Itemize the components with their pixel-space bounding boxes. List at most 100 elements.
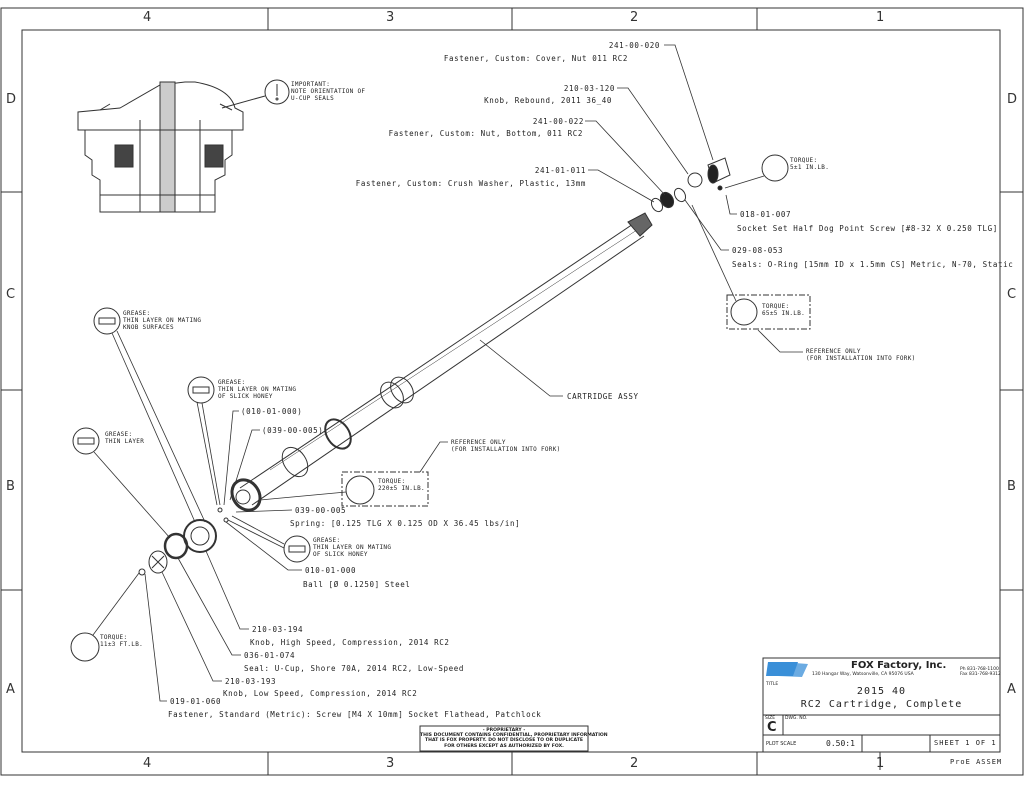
grease-note: GREASE: THIN LAYER ON MATING OF SLICK HO…: [313, 537, 391, 558]
part-description: Fastener, Custom: Cover, Nut 011 RC2: [443, 54, 628, 63]
row-label: A: [6, 682, 15, 697]
torque-value: 220±5 IN.LB.: [378, 485, 425, 492]
torque-label: TORQUE:: [762, 303, 790, 310]
part-number-029-08-053: 029-08-053: [732, 246, 784, 255]
proprietary-text: THAT IS FOX PROPERTY. DO NOT DISCLOSE TO…: [424, 738, 584, 744]
row-label: A: [1007, 682, 1016, 697]
grease-label: GREASE:: [105, 431, 133, 438]
grease-label: GREASE:: [123, 310, 151, 317]
part-description: Knob, Low Speed, Compression, 2014 RC2: [223, 689, 418, 698]
part-number-019-01-060: 019-01-060: [170, 697, 222, 706]
torque-value: 65±5 IN.LB.: [762, 310, 806, 317]
plot-scale-value: 0.50:1: [826, 739, 855, 748]
company-phone: Ph 831-768-1100: [960, 667, 999, 672]
part-number-241-00-020: 241-00-020: [608, 41, 660, 50]
part-description: Spring: [0.125 TLG X 0.125 OD X 36.45 lb…: [290, 519, 521, 528]
part-description: Ball [Ø 0.1250] Steel: [303, 580, 411, 589]
dwg-no-label: DWG. NO.: [785, 716, 808, 721]
important-note: IMPORTANT: NOTE ORIENTATION OF U-CUP SEA…: [291, 81, 365, 102]
note-text: U-CUP SEALS: [291, 95, 335, 102]
grease-text: KNOB SURFACES: [123, 324, 174, 331]
part-description: Fastener, Standard (Metric): Screw [M4 X…: [168, 710, 542, 719]
proprietary-title: - PROPRIETARY -: [482, 728, 526, 733]
part-number-010-01-000: 010-01-000: [305, 566, 357, 575]
column-label: 2: [630, 756, 639, 771]
ball-reference: (010-01-000): [241, 407, 303, 416]
proprietary-text: THIS DOCUMENT CONTAINS CONFIDENTIAL, PRO…: [420, 733, 608, 739]
sheet-size: C: [767, 720, 777, 735]
reference-text: REFERENCE ONLY: [451, 439, 506, 446]
note-label: IMPORTANT:: [291, 81, 331, 88]
torque-label: TORQUE:: [790, 157, 818, 164]
grease-text: THIN LAYER ON MATING: [313, 544, 392, 551]
proprietary-box: [419, 725, 589, 752]
part-number-018-01-007: 018-01-007: [740, 210, 792, 219]
part-description: Knob, Rebound, 2011 36_40: [484, 96, 612, 105]
part-description: Knob, High Speed, Compression, 2014 RC2: [250, 638, 450, 647]
cartridge-assy-label: CARTRIDGE ASSY: [567, 392, 639, 401]
part-description: Fastener, Custom: Crush Washer, Plastic,…: [355, 179, 586, 188]
part-description: Fastener, Custom: Nut, Bottom, 011 RC2: [388, 129, 583, 138]
company-fax: Fax 831-768-9312: [960, 672, 1001, 677]
column-label: 3: [386, 756, 395, 771]
column-label: 1: [876, 10, 885, 25]
column-label: 1: [876, 756, 885, 771]
drawing-title-line1: 2015 40: [856, 686, 907, 697]
column-label: 3: [386, 10, 395, 25]
company-name: FOX Factory, Inc.: [851, 660, 947, 671]
reference-note: REFERENCE ONLY (FOR INSTALLATION INTO FO…: [806, 348, 916, 362]
grease-label: GREASE:: [313, 537, 341, 544]
part-number-210-03-193: 210-03-193: [225, 677, 277, 686]
torque-label: TORQUE:: [378, 478, 406, 485]
grease-note: GREASE: THIN LAYER ON MATING OF SLICK HO…: [218, 379, 296, 400]
torque-value: 5±1 IN.LB.: [790, 164, 830, 171]
plot-scale-label: PLOT SCALE: [766, 741, 797, 747]
software-label: ProE ASSEM: [950, 758, 1003, 766]
column-label: 2: [630, 10, 639, 25]
part-description: Seals: O-Ring [15mm ID x 1.5mm CS] Metri…: [732, 260, 1014, 269]
title-block-frame: [762, 657, 1001, 753]
reference-text: (FOR INSTALLATION INTO FORK): [806, 355, 916, 362]
row-label: C: [1007, 287, 1017, 302]
torque-note-5: TORQUE: 5±1 IN.LB.: [790, 157, 829, 171]
title-label: TITLE: [766, 682, 779, 687]
part-number-039-00-005: 039-00-005: [295, 506, 347, 515]
column-label: 4: [143, 10, 152, 25]
drawing-title-line2: RC2 Cartridge, Complete: [800, 699, 963, 710]
proprietary-notice: - PROPRIETARY - THIS DOCUMENT CONTAINS C…: [420, 728, 608, 749]
grease-text: OF SLICK HONEY: [313, 551, 368, 558]
proprietary-text: FOR OTHERS EXCEPT AS AUTHORIZED BY FOX.: [444, 743, 564, 749]
grease-text: THIN LAYER ON MATING: [218, 386, 297, 393]
reference-text: REFERENCE ONLY: [806, 348, 861, 355]
spring-reference: (039-00-005): [262, 426, 324, 435]
row-label: B: [6, 479, 15, 494]
part-number-036-01-074: 036-01-074: [244, 651, 296, 660]
size-label: SIZE: [765, 716, 776, 721]
row-label: D: [6, 92, 17, 107]
torque-value: 11±3 FT.LB.: [100, 641, 144, 648]
grease-note: GREASE: THIN LAYER ON MATING KNOB SURFAC…: [123, 310, 201, 331]
grease-text: THIN LAYER ON MATING: [123, 317, 202, 324]
row-label: C: [6, 287, 16, 302]
inner-frame: [21, 29, 1001, 753]
reference-text: (FOR INSTALLATION INTO FORK): [451, 446, 561, 453]
part-number-241-00-022: 241-00-022: [532, 117, 584, 126]
part-description: Socket Set Half Dog Point Screw [#8-32 X…: [737, 224, 998, 233]
cross-section-view: [77, 81, 244, 213]
fox-logo: [766, 662, 808, 677]
reference-note: REFERENCE ONLY (FOR INSTALLATION INTO FO…: [451, 439, 561, 453]
part-number-210-03-120: 210-03-120: [563, 84, 615, 93]
note-text: NOTE ORIENTATION OF: [291, 88, 366, 95]
grease-text: THIN LAYER: [105, 438, 145, 445]
torque-note-220: TORQUE: 220±5 IN.LB.: [378, 478, 425, 492]
column-label: 4: [143, 756, 152, 771]
grease-note: GREASE: THIN LAYER: [105, 431, 144, 445]
torque-note-11: TORQUE: 11±3 FT.LB.: [100, 634, 143, 648]
row-label: B: [1007, 479, 1016, 494]
torque-label: TORQUE:: [100, 634, 128, 641]
grease-text: OF SLICK HONEY: [218, 393, 273, 400]
row-label: D: [1007, 92, 1018, 107]
grease-label: GREASE:: [218, 379, 246, 386]
